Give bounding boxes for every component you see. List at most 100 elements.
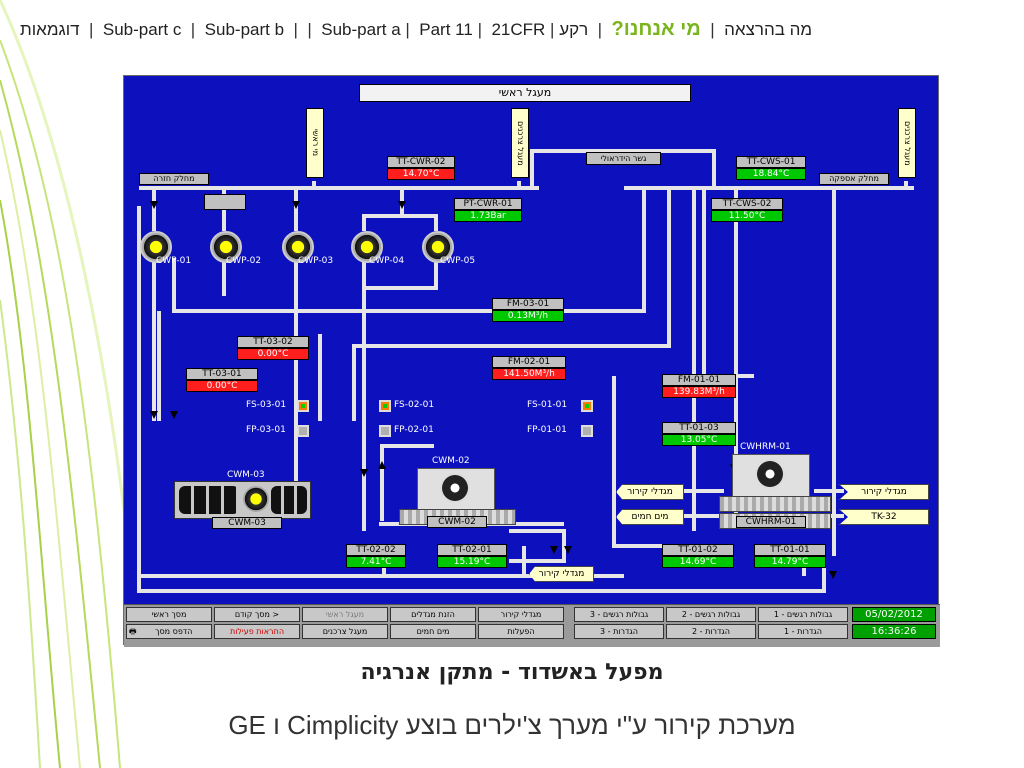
- print-screen-button[interactable]: 🖶 הדפס מסך: [126, 624, 212, 639]
- tag-tt-cwr-02[interactable]: TT-CWR-02 14.70°C: [387, 156, 455, 180]
- tag-name: TT-03-01: [186, 368, 258, 380]
- chiller-cwhrm-01[interactable]: [732, 454, 810, 498]
- tag-tt-cws-01[interactable]: TT-CWS-01 18.84°C: [736, 156, 806, 180]
- main-screen-button[interactable]: מסך ראשי: [126, 607, 212, 622]
- heat-exchanger-icon: [719, 496, 831, 512]
- consumer-tank-mid: מעגל צרכנים: [511, 108, 529, 178]
- tag-fm-03-01[interactable]: FM-03-01 0.13M³/h: [492, 298, 564, 322]
- tag-tt-01-02[interactable]: TT-01-02 14.69°C: [662, 544, 734, 568]
- consumers-button[interactable]: מעגל צרכנים: [302, 624, 388, 639]
- nav-separator: |: [550, 20, 555, 39]
- tk32-arrow[interactable]: TK-32: [839, 509, 929, 525]
- pump-icon[interactable]: [351, 231, 383, 263]
- settings-3-button[interactable]: הגדרות - 3: [574, 624, 664, 639]
- tag-name: TT-03-02: [237, 336, 309, 348]
- flow-switch-indicator[interactable]: [581, 400, 593, 412]
- nav-item-subpart-c[interactable]: Sub-part c: [102, 20, 182, 39]
- decorative-swoosh: [0, 0, 130, 768]
- prev-screen-button[interactable]: מסך קודם >: [214, 607, 300, 622]
- active-alarms-button[interactable]: התראות פעילות: [214, 624, 300, 639]
- scada-title: מעגל ראשי: [359, 84, 691, 102]
- tag-name: TT-CWS-02: [711, 198, 783, 210]
- header-valve: [204, 194, 246, 210]
- pump-icon[interactable]: [422, 231, 454, 263]
- condenser-coils-icon: [271, 486, 307, 514]
- switch-label: FP-03-01: [246, 425, 286, 435]
- pump-icon[interactable]: [282, 231, 314, 263]
- flow-switch-indicator[interactable]: [297, 400, 309, 412]
- printer-icon: 🖶: [129, 627, 137, 636]
- tag-value: 0.00°C: [237, 348, 309, 360]
- nav-separator: |: [84, 20, 99, 39]
- tag-value: 14.69°C: [662, 556, 734, 568]
- tag-tt-03-01[interactable]: TT-03-01 0.00°C: [186, 368, 258, 392]
- tag-tt-01-01[interactable]: TT-01-01 14.79°C: [754, 544, 826, 568]
- hot-water-arrow[interactable]: מים חמים: [616, 509, 684, 525]
- slide-caption-subtitle: מערכת קירור ע"י מערך צ'ילרים בוצע Cimpli…: [228, 710, 796, 740]
- tag-name: TT-02-02: [346, 544, 406, 556]
- nav-item-subpart-a[interactable]: Sub-part a: [321, 20, 401, 39]
- nav-separator: |: [705, 20, 720, 39]
- block-3-button[interactable]: גבולות רגשים - 3: [574, 607, 664, 622]
- nav-separator: |: [592, 20, 607, 39]
- switch-label: FS-02-01: [394, 400, 435, 410]
- pump-label: CWP-02: [226, 256, 262, 266]
- operations-button[interactable]: הפעלות: [478, 624, 564, 639]
- nav-separator: |: [477, 20, 487, 39]
- tag-pt-cwr-01[interactable]: PT-CWR-01 1.73Bar: [454, 198, 522, 222]
- fan-icon: [755, 459, 785, 489]
- tag-tt-01-03[interactable]: TT-01-03 13.05°C: [662, 422, 736, 446]
- cooling-towers-button[interactable]: מגדלי קירור: [478, 607, 564, 622]
- tag-fm-02-01[interactable]: FM-02-01 141.50M³/h: [492, 356, 566, 380]
- tag-name: TT-CWS-01: [736, 156, 806, 168]
- block-2-button[interactable]: גבולות רגשים - 2: [666, 607, 756, 622]
- settings-1-button[interactable]: הגדרות - 1: [758, 624, 848, 639]
- nav-item-subpart-b[interactable]: Sub-part b: [204, 20, 285, 39]
- pump-icon[interactable]: [210, 231, 242, 263]
- nav-item-lecture[interactable]: מה בהרצאה: [724, 20, 813, 39]
- tag-value: 14.79°C: [754, 556, 826, 568]
- chiller-cwm-03[interactable]: [174, 481, 311, 519]
- nav-item-21cfr[interactable]: 21CFR: [491, 20, 546, 39]
- condenser-coils-icon: [179, 486, 239, 514]
- block-1-button[interactable]: גבולות רגשים - 1: [758, 607, 848, 622]
- nav-item-part11[interactable]: Part 11: [419, 20, 473, 39]
- tag-tt-02-01[interactable]: TT-02-01 15.19°C: [437, 544, 507, 568]
- cooling-towers-arrow[interactable]: מגדלי קירור: [529, 566, 594, 582]
- flow-switch-indicator[interactable]: [379, 400, 391, 412]
- nav-separator: | |: [288, 20, 317, 39]
- main-circuit-button[interactable]: מעגל ראשי: [302, 607, 388, 622]
- chiller-cwm-02[interactable]: [417, 468, 495, 510]
- tag-tt-03-02[interactable]: TT-03-02 0.00°C: [237, 336, 309, 360]
- tag-value: 18.84°C: [736, 168, 806, 180]
- tag-name: FM-02-01: [492, 356, 566, 368]
- pump-label: CWP-03: [298, 256, 334, 266]
- nav-item-who-we-are[interactable]: מי אנחנו?: [611, 18, 701, 40]
- flow-switch-indicator[interactable]: [581, 425, 593, 437]
- tag-fm-01-01[interactable]: FM-01-01 139.83M³/h: [662, 374, 736, 398]
- tag-name: TT-CWR-02: [387, 156, 455, 168]
- settings-2-button[interactable]: הגדרות - 2: [666, 624, 756, 639]
- cooling-towers-arrow[interactable]: מגדלי קירור: [616, 484, 684, 500]
- chiller-name-plate: CWM-03: [212, 517, 282, 529]
- nav-item-background[interactable]: רקע: [559, 20, 589, 39]
- tag-tt-cws-02[interactable]: TT-CWS-02 11.50°C: [711, 198, 783, 222]
- tower-feed-button[interactable]: הזנת מגדלים: [390, 607, 476, 622]
- tag-name: TT-02-01: [437, 544, 507, 556]
- tag-value: 7.41°C: [346, 556, 406, 568]
- cooling-towers-arrow[interactable]: מגדלי קירור: [839, 484, 929, 500]
- chiller-name-plate: CWHRM-01: [736, 516, 806, 528]
- pump-icon[interactable]: [140, 231, 172, 263]
- hydraulic-bridge-label: גשר הידראולי: [586, 152, 661, 165]
- tag-tt-02-02[interactable]: TT-02-02 7.41°C: [346, 544, 406, 568]
- hot-water-button[interactable]: מים חמים: [390, 624, 476, 639]
- nav-item-examples[interactable]: דוגמאות: [20, 20, 80, 39]
- top-navigation: מה בהרצאה | מי אנחנו? | רקע | 21CFR | Pa…: [20, 18, 1005, 48]
- flow-switch-indicator[interactable]: [379, 425, 391, 437]
- tag-name: TT-01-02: [662, 544, 734, 556]
- nav-separator: |: [186, 20, 200, 39]
- switch-label: FP-01-01: [527, 425, 567, 435]
- print-screen-label: הדפס מסך: [155, 627, 193, 636]
- flow-switch-indicator[interactable]: [297, 425, 309, 437]
- tag-value: 14.70°C: [387, 168, 455, 180]
